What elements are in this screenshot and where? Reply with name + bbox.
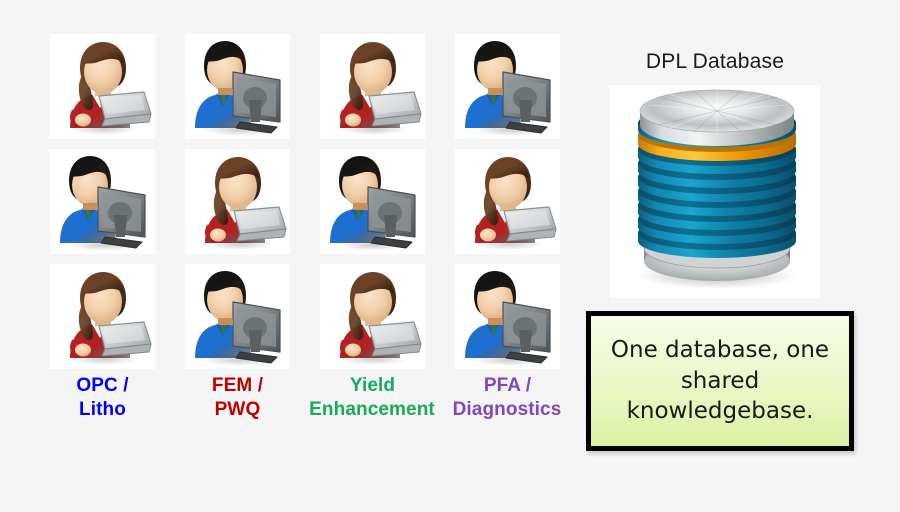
column-label-1: OPC /Litho — [50, 374, 155, 422]
user-icon-tile[interactable] — [185, 264, 290, 369]
column-label-2: FEM /PWQ — [185, 374, 290, 422]
column-label-line1: PFA / — [483, 375, 532, 396]
user-icon-row — [50, 149, 565, 254]
user-icon-tile[interactable] — [455, 264, 560, 369]
user-icon-tile[interactable] — [320, 264, 425, 369]
column-label-line1: OPC / — [76, 375, 129, 396]
column-label-line2: Diagnostics — [452, 398, 562, 420]
database-cylinder-icon — [637, 89, 797, 289]
callout-text: One database, one shared knowledgebase. — [610, 337, 830, 425]
column-label-4: PFA /Diagnostics — [453, 374, 562, 422]
column-label-line1: FEM / — [211, 375, 264, 396]
user-icon-tile[interactable] — [455, 34, 560, 139]
user-with-laptop-icon — [339, 272, 422, 365]
user-icon-row — [50, 264, 565, 369]
user-with-desktop-icon — [195, 41, 281, 136]
user-icon-tile[interactable] — [50, 149, 155, 254]
user-icon-tile[interactable] — [50, 34, 155, 139]
user-icon-tile[interactable] — [50, 264, 155, 369]
user-icon-tile[interactable] — [455, 149, 560, 254]
user-icon-tile[interactable] — [185, 34, 290, 139]
user-icon-tile[interactable] — [320, 149, 425, 254]
user-with-desktop-icon — [465, 41, 551, 136]
database-title: DPL Database — [645, 50, 785, 73]
column-label-line2: Litho — [79, 398, 126, 420]
user-with-laptop-icon — [69, 42, 152, 135]
user-with-desktop-icon — [195, 271, 281, 366]
column-label-line2: Enhancement — [309, 398, 435, 420]
user-with-laptop-icon — [339, 42, 422, 135]
user-icon-tile[interactable] — [320, 34, 425, 139]
column-label-line1: Yield — [349, 375, 396, 396]
database-icon-tile — [610, 85, 820, 298]
user-with-desktop-icon — [60, 156, 146, 251]
user-icon-tile[interactable] — [185, 149, 290, 254]
user-with-laptop-icon — [474, 157, 557, 250]
user-icon-grid — [50, 34, 565, 369]
column-label-line2: PWQ — [214, 398, 261, 420]
user-with-laptop-icon — [69, 272, 152, 365]
callout-box: One database, one shared knowledgebase. — [586, 311, 854, 451]
user-icon-row — [50, 34, 565, 139]
user-with-desktop-icon — [465, 271, 551, 366]
user-with-laptop-icon — [204, 157, 287, 250]
user-with-desktop-icon — [330, 156, 416, 251]
